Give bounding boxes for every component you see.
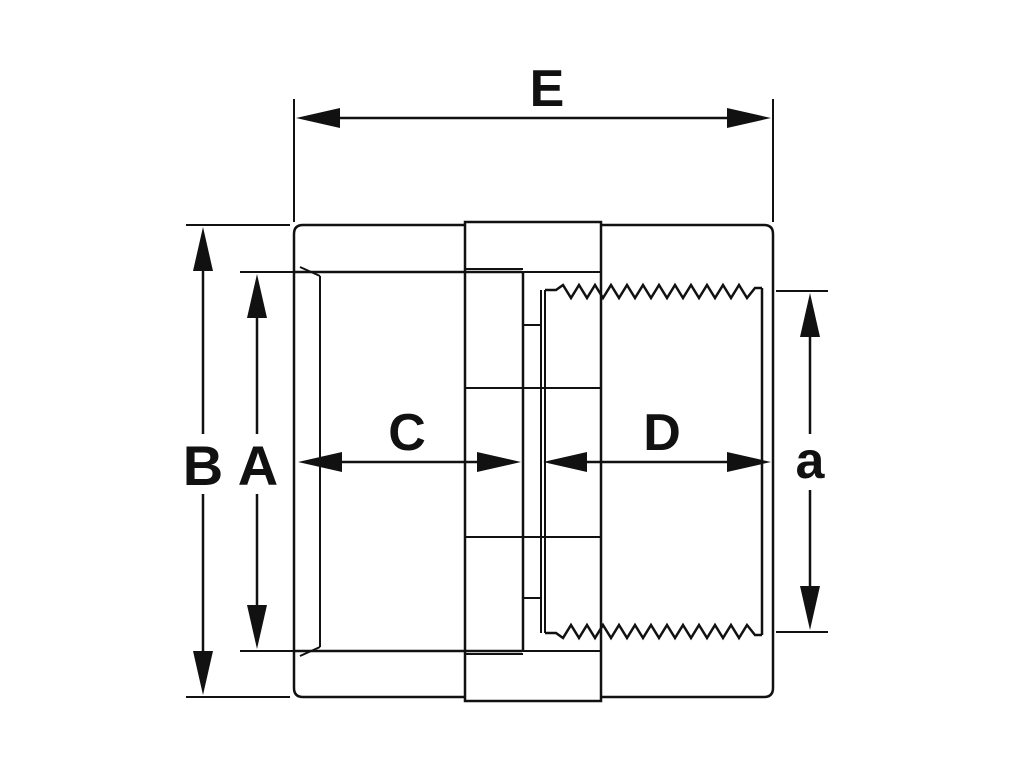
arrowhead-c-right — [477, 452, 521, 472]
arrowhead-thread-top — [800, 293, 820, 337]
socket-chamfer-bottom — [299, 646, 321, 657]
dimension-d: D — [543, 404, 771, 472]
arrowhead-a-top — [247, 274, 267, 318]
arrowhead-c-left — [298, 452, 342, 472]
dimension-a: A — [238, 271, 296, 652]
arrowhead-d-right — [727, 452, 771, 472]
label-e: E — [530, 60, 565, 118]
socket-section-outline — [292, 223, 465, 699]
dimension-b: B — [183, 224, 290, 698]
thread-profile-top — [545, 282, 762, 301]
arrowhead-e-right — [727, 108, 771, 128]
arrowhead-e-left — [296, 108, 340, 128]
label-a: A — [238, 434, 278, 497]
dimension-e: E — [293, 60, 774, 222]
label-c: C — [388, 404, 426, 462]
inner-stop-step — [523, 324, 541, 599]
socket-chamfer-top — [299, 266, 321, 277]
arrowhead-b-bottom — [193, 651, 213, 695]
arrowhead-d-left — [543, 452, 587, 472]
label-b-backdrop — [186, 434, 222, 494]
arrowhead-a-bottom — [247, 605, 267, 649]
label-thread-backdrop — [792, 434, 830, 490]
label-d: D — [643, 404, 681, 462]
thread-profile-bottom — [545, 622, 762, 641]
dimension-c: C — [298, 404, 521, 472]
arrowhead-thread-bottom — [800, 586, 820, 630]
dimension-a-thread: a — [776, 290, 830, 633]
thread-section-outline — [601, 223, 775, 699]
label-a-backdrop — [240, 434, 276, 494]
label-thread-diameter: a — [796, 432, 826, 490]
label-b: B — [183, 434, 223, 497]
arrowhead-b-top — [193, 227, 213, 271]
